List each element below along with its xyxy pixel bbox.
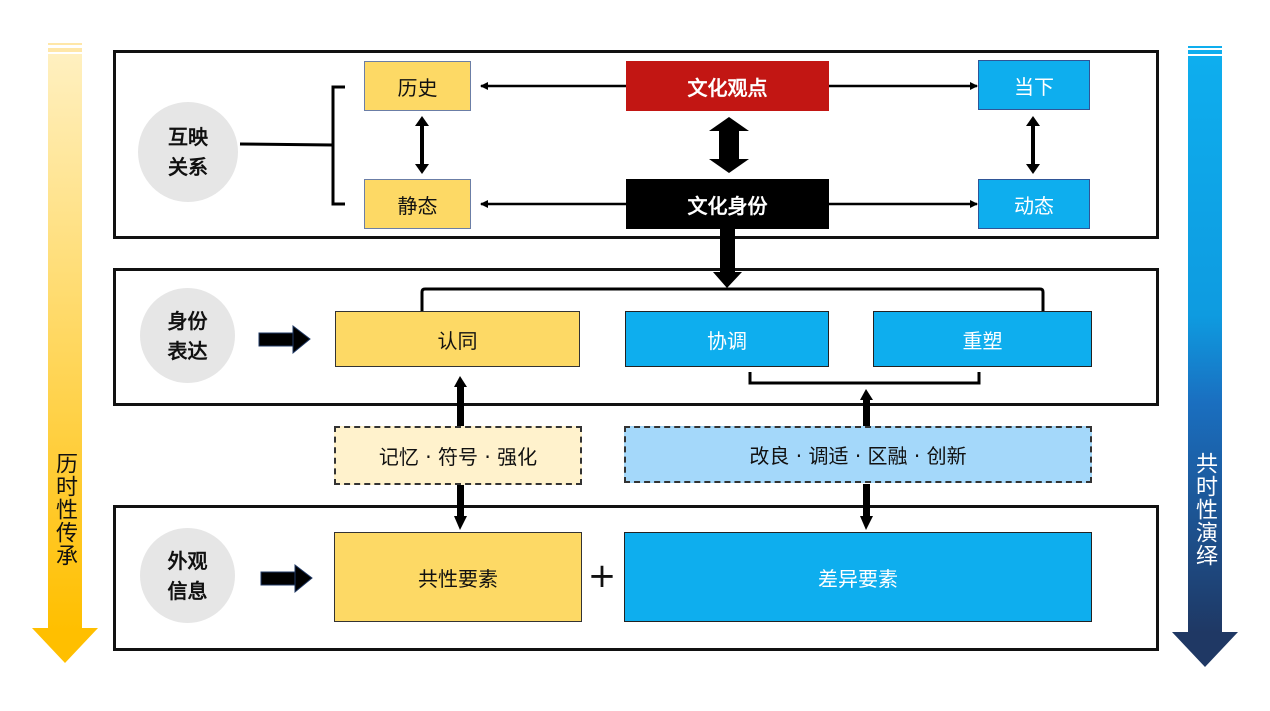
diachronic-label: 历时性传承 [52,452,77,567]
circle-label-line2: 关系 [168,155,208,179]
block-arrow-expression [258,324,311,355]
difference-elements-box: 差异要素 [624,532,1092,622]
reshaping-box: 重塑 [873,311,1092,367]
dynamic-box: 动态 [978,179,1090,229]
synchronic-arrow [1172,46,1238,667]
arrow-right-up [860,389,873,427]
double-arrow-view-identity [709,117,749,173]
identity-expression-circle: 身份表达 [140,288,235,383]
block-arrow-appearance [260,563,313,594]
cultural-view-box: 文化观点 [626,61,829,111]
arrow-right-down [860,484,873,530]
common-elements-box: 共性要素 [334,532,582,622]
double-arrow-present-dynamic [1026,116,1040,174]
improve-adapt-fuse-innovate-box: 改良 · 调适 · 区融 · 创新 [624,426,1092,483]
circle-label-line1: 外观 [167,548,208,573]
memory-symbol-reinforce-box: 记忆 · 符号 · 强化 [334,426,582,485]
synchronic-label: 共时性演绎 [1192,452,1217,567]
diachronic-arrow [32,43,98,663]
arrow-left-up [454,376,467,428]
coordination-box: 协调 [625,311,829,367]
mutual-reflection-circle: 互映关系 [138,102,238,202]
arrow-left-down [454,484,467,530]
circle-label-line1: 身份 [167,308,208,333]
static-box: 静态 [364,179,471,229]
present-box: 当下 [978,60,1090,110]
circle-label-line1: 互映 [168,125,208,149]
plus-sign: + [587,556,617,596]
history-box: 历史 [364,61,471,111]
diachronic-arrow-head [32,628,98,663]
appearance-info-circle: 外观信息 [140,528,235,623]
double-arrow-history-static [415,116,429,174]
synchronic-arrow-head [1172,632,1238,667]
arrow-identity-to-expression [713,226,742,288]
top-bracket [239,85,345,206]
circle-label-line2: 信息 [167,578,208,603]
recognition-box: 认同 [335,311,580,367]
middle-top-bracket [420,287,1045,311]
circle-label-line2: 表达 [167,338,208,363]
middle-bottom-bracket [748,372,981,385]
cultural-identity-box: 文化身份 [626,179,829,229]
